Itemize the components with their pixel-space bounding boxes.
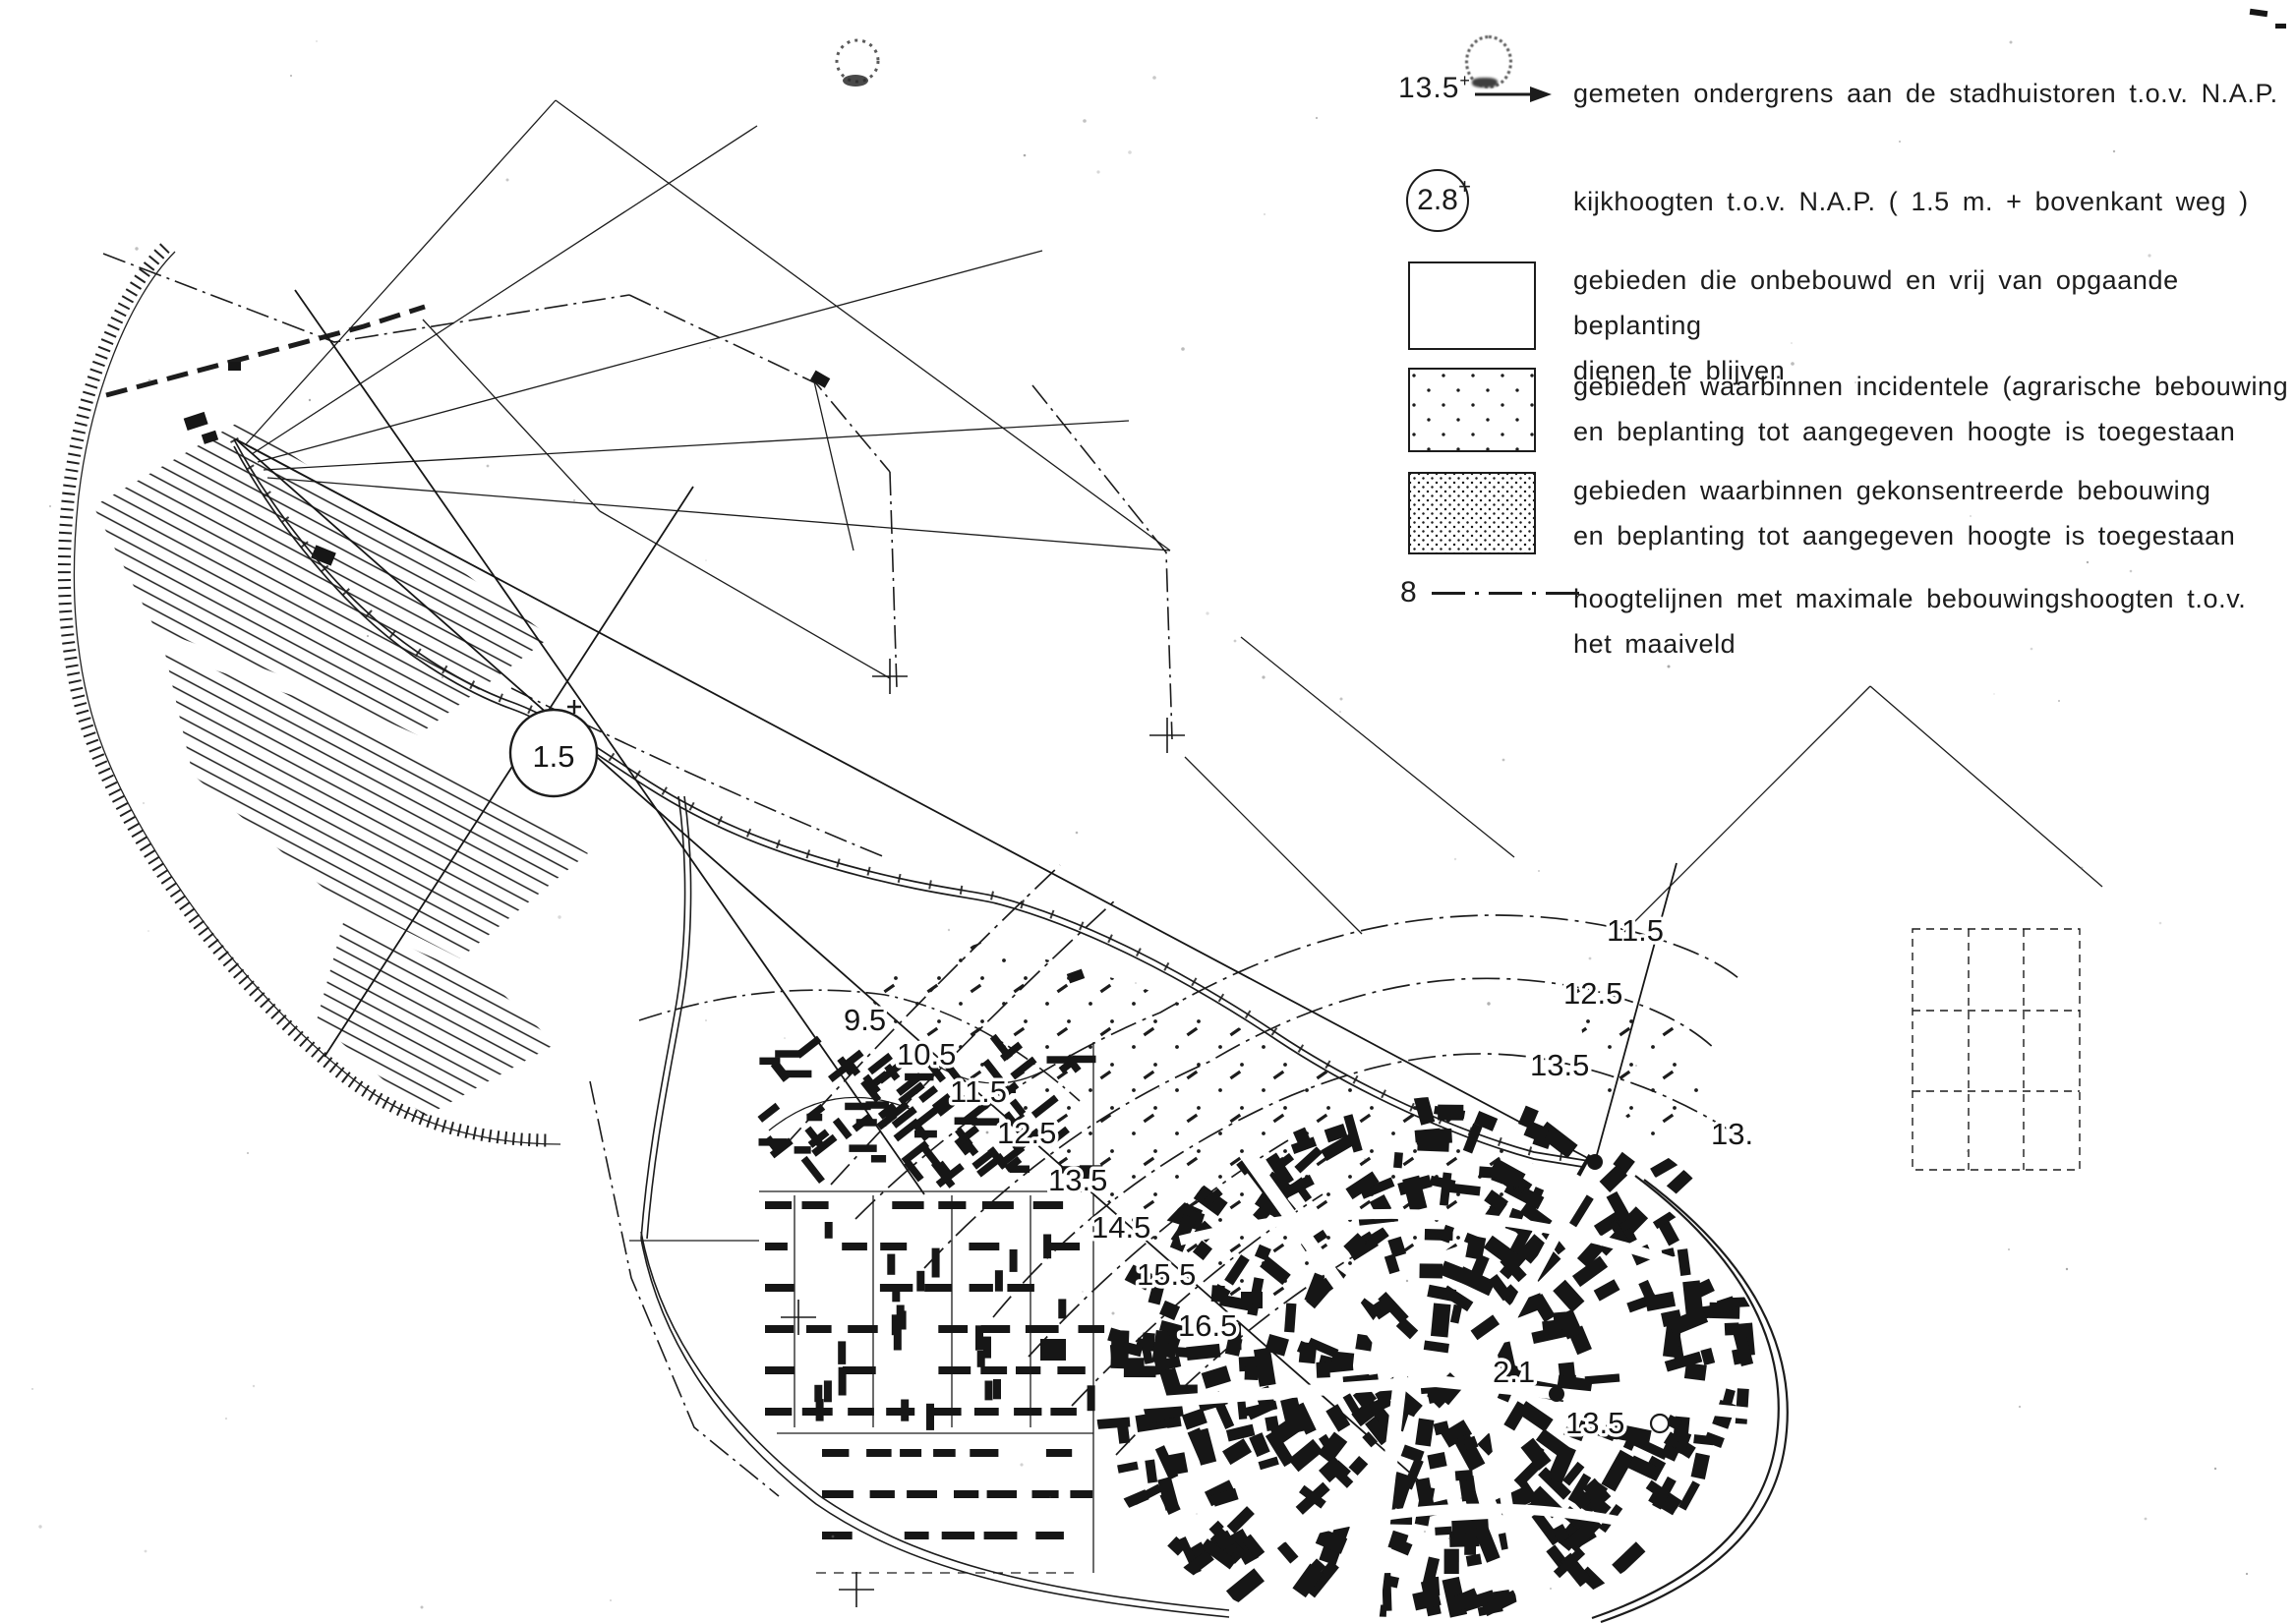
- open-area-swatch: [1408, 261, 1536, 350]
- scan-noise: [31, 40, 2249, 1609]
- map-height-label: 2.1: [1493, 1355, 1535, 1389]
- legend-text-line: en beplanting tot aangegeven hoogte is t…: [1573, 521, 2236, 551]
- map-height-label: 9.5: [844, 1003, 886, 1037]
- sight-lines: [235, 289, 1678, 1483]
- legend-text-line: het maaiveld: [1573, 629, 1737, 659]
- town-markers: [1549, 1386, 1671, 1434]
- ne-parcel-grid: [1912, 928, 2081, 1171]
- corner-marks: [2249, 8, 2286, 29]
- dense-dots-swatch: [1408, 472, 1536, 554]
- legend-text-incidental: gebieden waarbinnen incidentele (agraris…: [1573, 364, 2296, 454]
- map-height-label: 13.5: [1048, 1163, 1107, 1197]
- field-lines: [245, 99, 2103, 935]
- map-height-label: 16.5: [1178, 1308, 1237, 1343]
- legend-text-line: hoogtelijnen met maximale bebouwingshoog…: [1573, 584, 2247, 613]
- secondary-roads: [640, 795, 1230, 1618]
- legend: 13.5+ gemeten ondergrens aan de stadhuis…: [0, 0, 2296, 688]
- stamp-icon: [1465, 35, 1512, 88]
- map-height-label: 11.5: [1607, 913, 1664, 948]
- map-labels-layer: 9.510.511.512.513.514.515.516.511.512.51…: [529, 736, 1757, 1444]
- stamp-artifact: [835, 38, 880, 87]
- legend-text-view-heights: kijkhoogten t.o.v. N.A.P. ( 1.5 m. + bov…: [1573, 187, 2249, 216]
- legend-text-line: dienen te blijven: [1573, 356, 1786, 385]
- map-height-label: 12.5: [997, 1116, 1056, 1150]
- stadhuistoren-sightline-origin: [1587, 1154, 1603, 1170]
- legend-text-concentrated: gebieden waarbinnen gekonsentreerde bebo…: [1573, 468, 2296, 558]
- map-height-label: 13.: [1711, 1117, 1753, 1151]
- ring-road: [1591, 1172, 1796, 1623]
- legend-text-open-areas: gebieden die onbebouwd en vrij van opgaa…: [1573, 258, 2296, 393]
- map-height-label: 14.5: [1091, 1210, 1150, 1245]
- legend-text-line: gebieden waarbinnen gekonsentreerde bebo…: [1573, 476, 2211, 505]
- map-height-label: 1.5: [532, 739, 574, 774]
- legend-text-line: gebieden die onbebouwd en vrij van opgaa…: [1573, 265, 2179, 340]
- legend-text-measured-base: gemeten ondergrens aan de stadhuistoren …: [1573, 79, 2278, 108]
- legend-text-height-lines: hoogtelijnen met maximale bebouwingshoog…: [1573, 576, 2296, 667]
- map-height-label: 11.5: [950, 1074, 1007, 1109]
- legend-text-line: en beplanting tot aangegeven hoogte is t…: [1573, 417, 2236, 446]
- map-height-label: 13.5: [1565, 1406, 1624, 1440]
- map-height-label: 12.5: [1563, 976, 1622, 1011]
- view-height-marker-1-5: [508, 700, 599, 798]
- map-height-label: 13.5: [1530, 1048, 1589, 1082]
- legend-value-13-5: 13.5+: [1398, 71, 1471, 104]
- arrow-right-icon: [1475, 87, 1552, 102]
- map-height-label: 10.5: [897, 1037, 956, 1072]
- map-edge-hatching: [57, 243, 561, 1147]
- sparse-dots-swatch: [1408, 368, 1536, 452]
- main-road: [230, 436, 1596, 1170]
- legend-value-8: 8: [1400, 576, 1418, 609]
- survey-cross-marks: [781, 659, 1185, 1607]
- dike-dashed-line: [105, 304, 426, 398]
- town-streets: [1108, 1126, 1771, 1623]
- map-height-label: 15.5: [1137, 1257, 1196, 1292]
- circled-value-icon: 2.8: [1406, 157, 1471, 232]
- residential-streets: [629, 1042, 1094, 1574]
- residential-buildings: [757, 1033, 1105, 1539]
- dashdot-line-icon: [1432, 592, 1589, 595]
- legend-text-line: gebieden waarbinnen incidentele (agraris…: [1573, 372, 2289, 401]
- striped-parcels: [93, 421, 588, 1117]
